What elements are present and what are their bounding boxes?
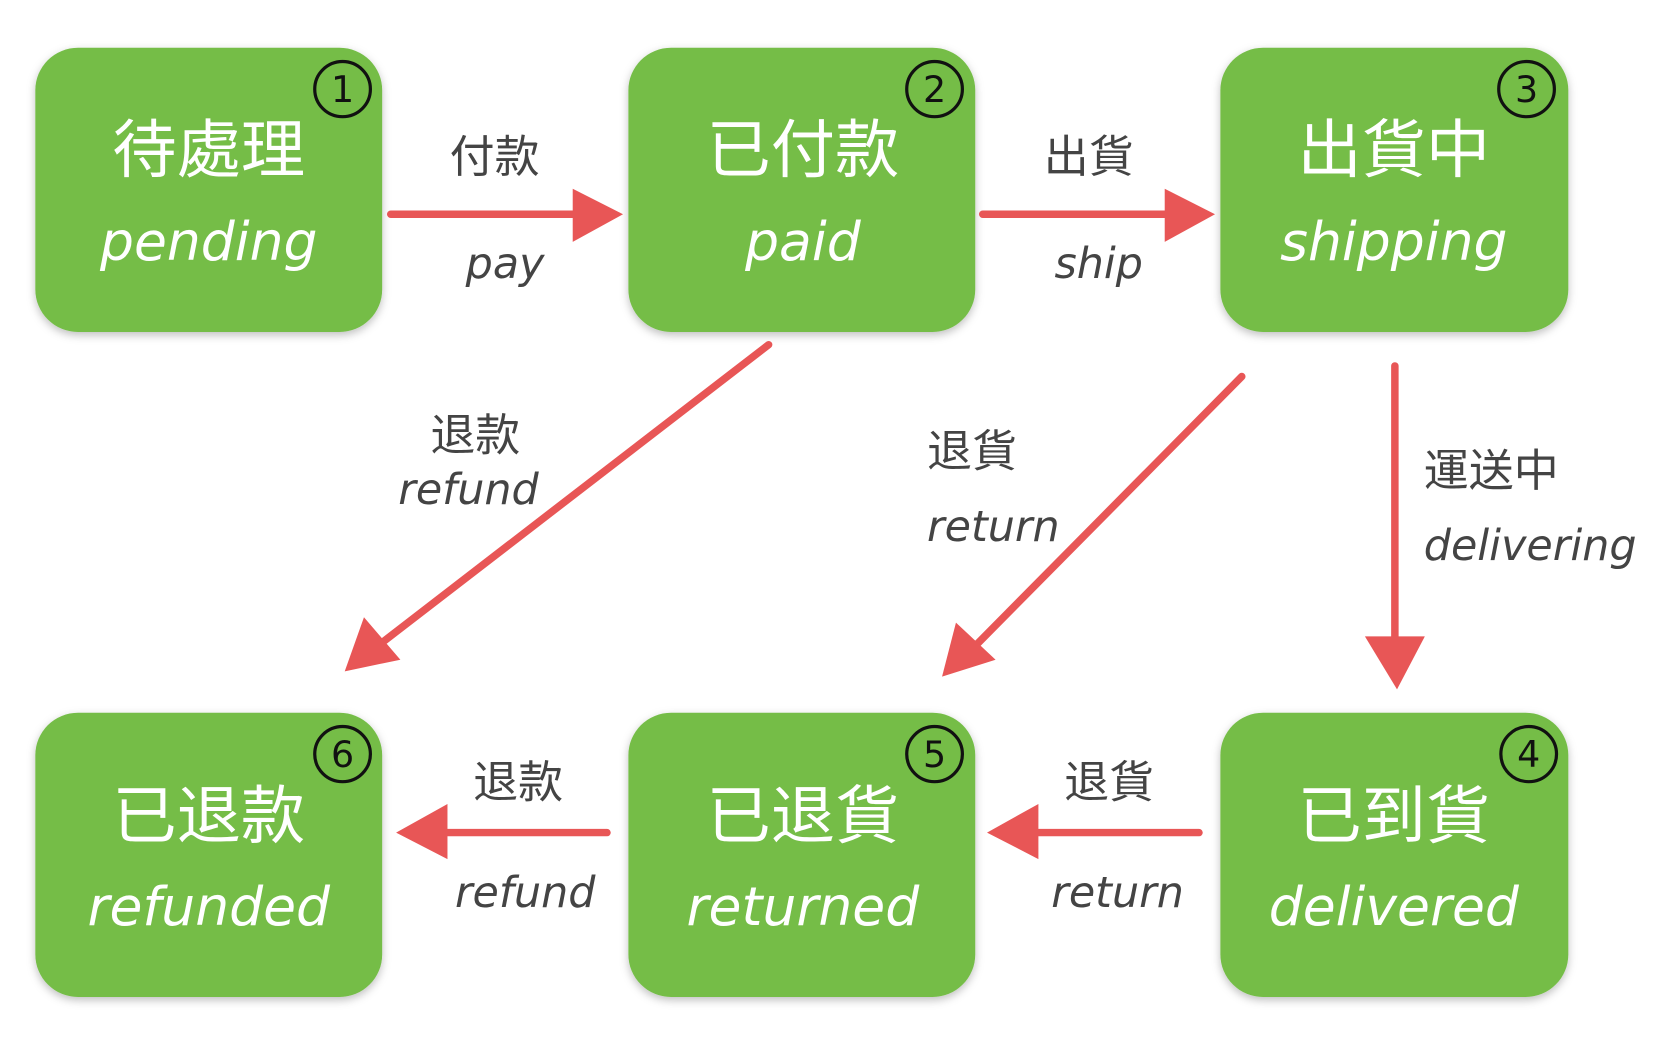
state-en-label: paid <box>744 211 862 273</box>
step-number: 2 <box>923 68 946 111</box>
transition-zh-label: 退貨 <box>1064 756 1154 809</box>
step-number: 6 <box>331 733 354 776</box>
state-zh-label: 待處理 <box>112 114 305 188</box>
step-number: 4 <box>1517 733 1540 776</box>
transition-en-label: delivering <box>1424 521 1637 571</box>
state-zh-label: 出貨中 <box>1297 114 1490 188</box>
state-refunded: 6 已退款 refunded <box>35 712 383 997</box>
transition-zh-label: 退款 <box>473 756 563 809</box>
step-number-circle <box>1499 724 1559 784</box>
state-en-label: shipping <box>1280 211 1507 273</box>
state-en-label: refunded <box>88 876 332 938</box>
step-number-circle <box>1497 59 1556 119</box>
state-paid: 2 已付款 paid <box>628 47 976 332</box>
arrow-return-diagonal: 退貨 return <box>927 372 1246 677</box>
step-number-circle <box>313 59 373 119</box>
transition-zh-label: 運送中 <box>1424 444 1559 497</box>
transition-en-label: refund <box>455 868 596 918</box>
transition-en-label: ship <box>1054 239 1143 289</box>
step-number-circle <box>313 724 373 784</box>
transition-en-label: pay <box>465 239 546 289</box>
state-zh-label: 已付款 <box>707 114 900 188</box>
state-en-label: pending <box>99 211 318 273</box>
step-number: 1 <box>331 68 354 111</box>
state-pending: 1 待處理 pending <box>35 47 383 332</box>
transition-en-label: refund <box>398 465 539 515</box>
state-returned: 5 已退貨 returned <box>628 712 976 997</box>
transition-zh-label: 退款 <box>430 409 520 462</box>
transition-zh-label: 出貨 <box>1044 130 1134 183</box>
state-delivered: 4 已到貨 delivered <box>1220 712 1569 997</box>
state-en-label: delivered <box>1269 876 1520 938</box>
state-zh-label: 已退款 <box>112 780 305 854</box>
arrow-refund: 退款 refund <box>396 756 611 918</box>
arrow-refund-diagonal: 退款 refund <box>344 340 773 672</box>
arrow-ship: 出貨 ship <box>978 130 1216 289</box>
step-number: 5 <box>923 733 946 776</box>
step-number-circle <box>905 724 964 784</box>
arrow-delivering: 運送中 delivering <box>1364 362 1637 690</box>
state-en-label: returned <box>687 876 921 938</box>
arrow-pay: 付款 pay <box>386 130 624 289</box>
state-zh-label: 已到貨 <box>1297 780 1490 854</box>
state-zh-label: 已退貨 <box>707 780 900 854</box>
step-number: 3 <box>1515 68 1538 111</box>
step-number-circle <box>905 59 964 119</box>
transition-en-label: return <box>927 502 1060 552</box>
transition-en-label: return <box>1051 868 1184 918</box>
state-shipping: 3 出貨中 shipping <box>1220 47 1569 332</box>
transition-zh-label: 付款 <box>450 130 540 183</box>
arrow-return: 退貨 return <box>987 756 1203 918</box>
transition-zh-label: 退貨 <box>927 425 1017 478</box>
